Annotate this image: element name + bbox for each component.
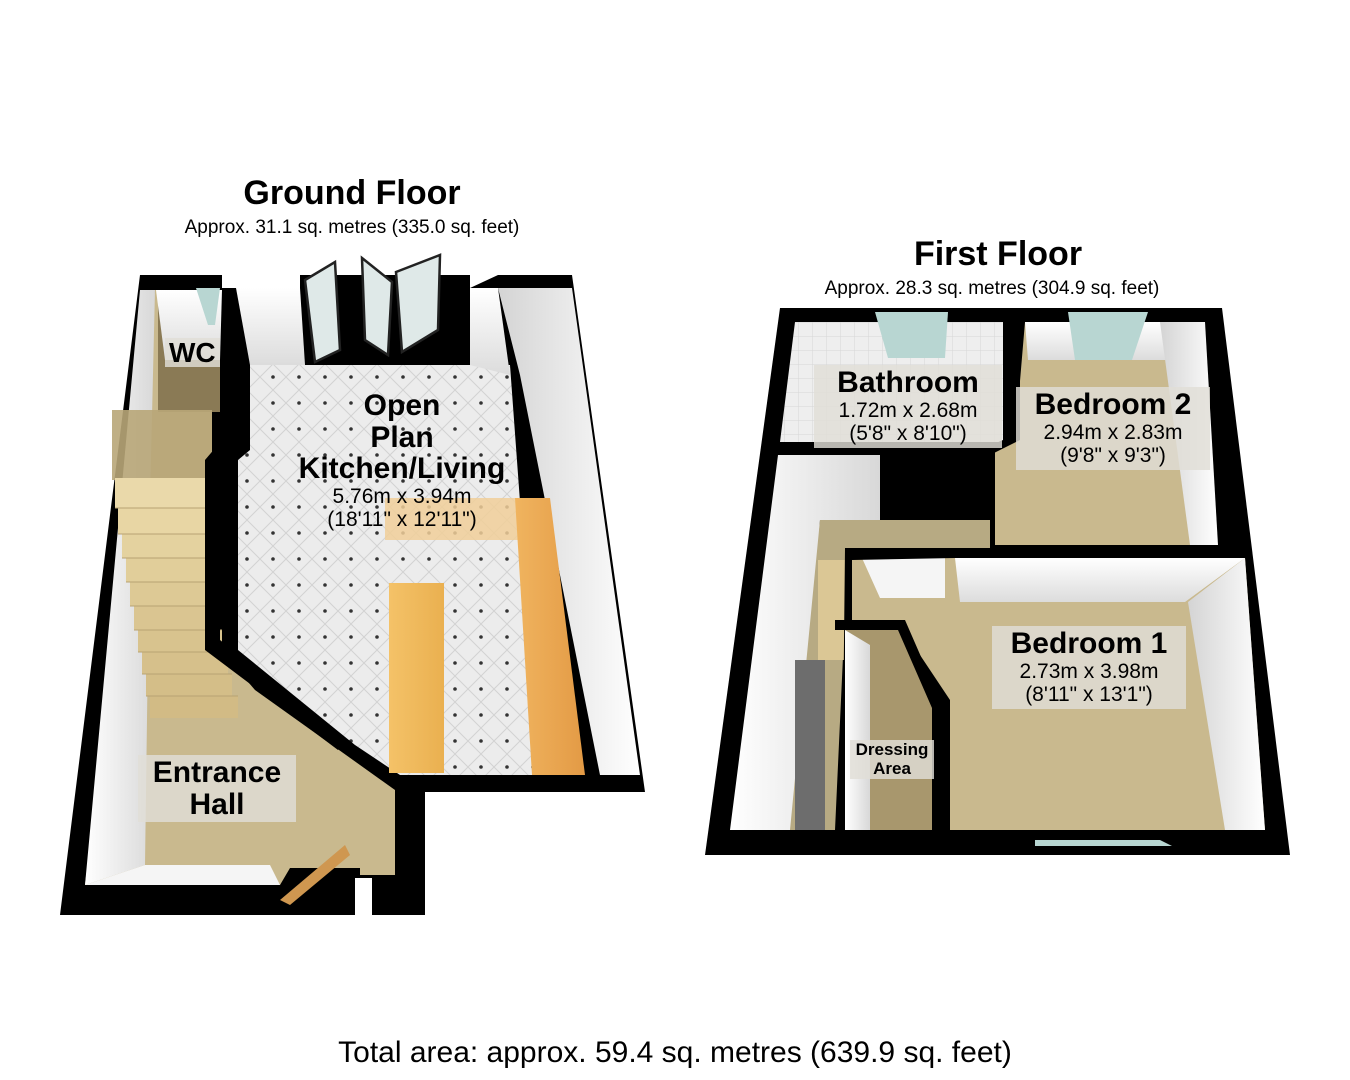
kitchen-back-wall-face — [236, 288, 305, 365]
room-dimensions-metric: 1.72m x 2.68m — [838, 398, 978, 422]
kitchen-back-wall-face-right — [470, 288, 510, 375]
room-dimensions-metric: 5.76m x 3.94m — [332, 484, 472, 508]
bedroom-1-back-wall — [955, 558, 1245, 602]
staircase — [112, 410, 238, 718]
dressing-area-left-wall — [845, 630, 870, 830]
ground-floor-area: Approx. 31.1 sq. metres (335.0 sq. feet) — [184, 217, 520, 238]
wardrobe-doors — [862, 558, 945, 598]
room-name: WC — [169, 337, 216, 368]
room-label-dressing-area: Dressing Area — [850, 740, 934, 780]
room-dimensions-metric: 2.94m x 2.83m — [1043, 420, 1183, 444]
room-label-bedroom-1: Bedroom 1 2.73m x 3.98m (8'11" x 13'1") — [992, 626, 1186, 709]
room-dimensions-imperial: (18'11" x 12'11") — [327, 508, 477, 532]
room-name: Bedroom 1 — [1010, 627, 1168, 660]
room-name: Bedroom 2 — [1034, 388, 1192, 421]
room-dimensions-metric: 2.73m x 3.98m — [1019, 659, 1159, 683]
kitchen-right-wall-face — [498, 288, 640, 775]
room-label-bathroom: Bathroom 1.72m x 2.68m (5'8" x 8'10") — [814, 365, 1002, 448]
room-name-line-2: Plan — [370, 420, 434, 454]
room-name-line-3: Kitchen/Living — [298, 452, 506, 485]
kitchen-worktop-back — [385, 498, 550, 540]
room-label-wc: WC — [165, 338, 220, 367]
room-dimensions-imperial: (5'8" x 8'10") — [849, 422, 967, 446]
room-label-kitchen-living: Open Plan Kitchen/Living 5.76m x 3.94m (… — [266, 388, 538, 534]
wc-window-glass — [196, 288, 220, 325]
bedroom-1-right-wall — [1188, 558, 1265, 830]
kitchen-worktop-side — [515, 498, 585, 775]
ground-floor-title: Ground Floor — [243, 174, 461, 212]
bathroom-window-glass — [875, 312, 948, 358]
bi-fold-doors — [303, 253, 442, 364]
first-floor-area: Approx. 28.3 sq. metres (304.9 sq. feet) — [824, 278, 1160, 299]
hall-bottom-wall-face — [85, 865, 280, 885]
kitchen-island — [389, 583, 444, 773]
room-name: Bathroom — [837, 366, 979, 399]
room-dimensions-imperial: (9'8" x 9'3") — [1060, 444, 1166, 468]
room-name-line-2: Area — [873, 758, 911, 778]
room-name-line-2: Hall — [189, 787, 245, 821]
bedroom-2-window-glass — [1068, 312, 1148, 360]
room-name-line-1: Dressing — [855, 740, 929, 759]
total-area: Total area: approx. 59.4 sq. metres (639… — [338, 1036, 1012, 1069]
room-label-bedroom-2: Bedroom 2 2.94m x 2.83m (9'8" x 9'3") — [1016, 387, 1210, 470]
room-name-line-1: Open — [363, 389, 441, 422]
bathroom-bedroom2-partition — [980, 318, 1020, 545]
stair-top — [818, 560, 846, 660]
front-door — [280, 845, 350, 905]
room-dimensions-imperial: (8'11" x 13'1") — [1025, 683, 1153, 707]
landing-shadow — [795, 660, 825, 830]
kitchen-living-floor — [238, 365, 540, 775]
first-floor-title: First Floor — [913, 235, 1083, 273]
room-name-line-1: Entrance — [152, 756, 282, 789]
landing-cupboard-floor — [730, 455, 880, 830]
room-label-entrance-hall: Entrance Hall — [138, 755, 296, 822]
bedroom-1-window-glass — [1035, 840, 1172, 846]
